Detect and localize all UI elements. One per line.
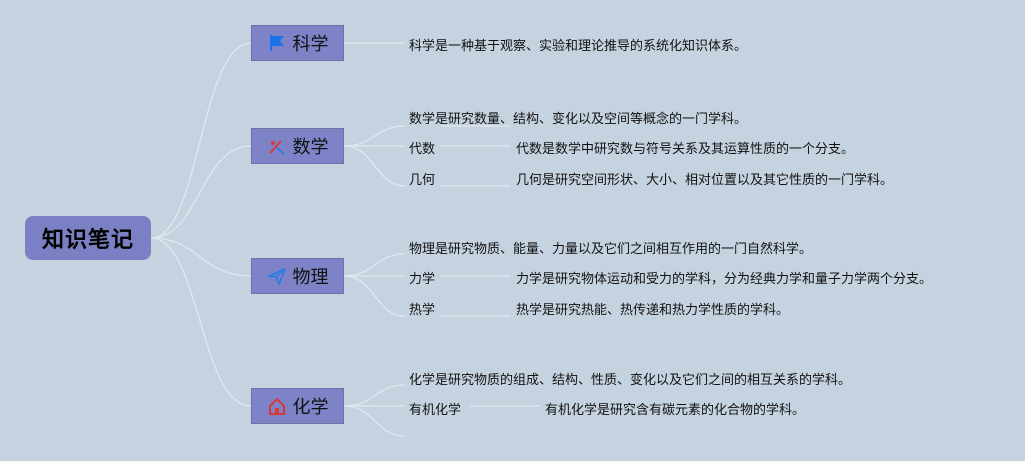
flag-icon xyxy=(267,33,287,53)
math-summary: 数学是研究数量、结构、变化以及空间等概念的一门学科。 xyxy=(409,112,748,127)
topic-science[interactable]: 科学 xyxy=(251,25,344,61)
topic-chemistry-label: 化学 xyxy=(292,397,329,418)
connector-root-math xyxy=(150,145,252,239)
chemistry-def-organic: 有机化学是研究含有碳元素的化合物的学科。 xyxy=(545,403,806,418)
topic-science-label: 科学 xyxy=(292,34,329,55)
chemistry-summary: 化学是研究物质的组成、结构、性质、变化以及它们之间的相互关系的学科。 xyxy=(409,373,852,388)
math-def-algebra: 代数是数学中研究数与符号关系及其运算性质的一个分支。 xyxy=(516,142,855,157)
topic-math[interactable]: 数学 xyxy=(251,128,344,164)
science-summary: 科学是一种基于观察、实验和理论推导的系统化知识体系。 xyxy=(409,39,748,54)
house-icon xyxy=(267,396,287,416)
connector-root-chemistry xyxy=(150,237,252,407)
chemistry-term-organic: 有机化学 xyxy=(409,403,462,418)
connector-root-physics xyxy=(150,237,252,277)
topic-physics[interactable]: 物理 xyxy=(251,258,344,294)
physics-def-mechanics: 力学是研究物体运动和受力的学科，分为经典力学和量子力学两个分支。 xyxy=(516,272,933,287)
topic-math-label: 数学 xyxy=(292,137,329,158)
physics-term-mechanics: 力学 xyxy=(409,272,436,287)
topic-physics-label: 物理 xyxy=(292,267,329,288)
physics-summary: 物理是研究物质、能量、力量以及它们之间相互作用的一门自然科学。 xyxy=(409,242,813,257)
topic-chemistry[interactable]: 化学 xyxy=(251,388,344,424)
paper-plane-icon xyxy=(267,266,287,286)
math-def-geometry: 几何是研究空间形状、大小、相对位置以及其它性质的一门学科。 xyxy=(516,173,894,188)
root-node[interactable]: 知识笔记 xyxy=(25,216,151,260)
math-term-geometry: 几何 xyxy=(409,173,436,188)
physics-def-thermal: 热学是研究热能、热传递和热力学性质的学科。 xyxy=(516,303,790,318)
root-label: 知识笔记 xyxy=(41,228,134,253)
physics-term-thermal: 热学 xyxy=(409,303,436,318)
math-tools-icon xyxy=(267,136,287,156)
connector-root-science xyxy=(150,42,252,239)
math-term-algebra: 代数 xyxy=(409,142,436,157)
